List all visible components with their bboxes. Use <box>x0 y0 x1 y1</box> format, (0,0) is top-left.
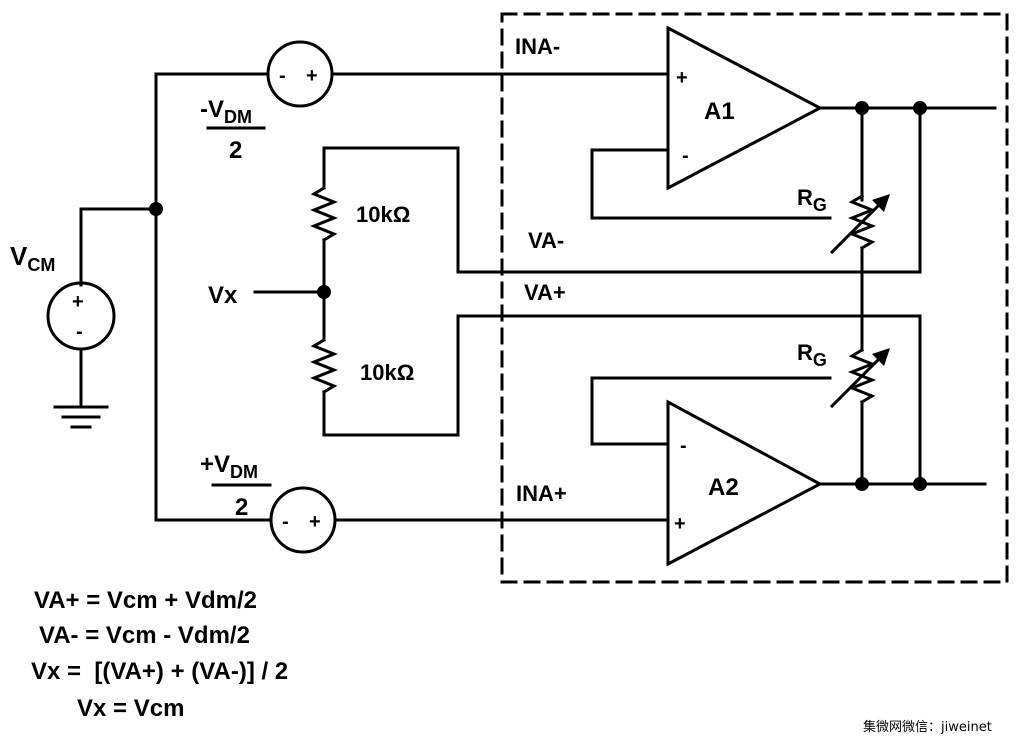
resistor-top <box>309 185 339 243</box>
resistor-top-value: 10kΩ <box>356 202 410 227</box>
ina-boundary-box <box>500 12 1009 584</box>
schematic-element: +V <box>200 451 230 478</box>
bottom-source-plus: + <box>309 511 321 533</box>
neg-vdm-source-circle <box>266 40 334 108</box>
schematic-element: G <box>813 350 827 370</box>
ina-minus-label: INA- <box>515 34 560 59</box>
pos-vdm-label: +VDM <box>200 451 258 482</box>
a1-label: A1 <box>704 98 735 125</box>
schematic-element: CM <box>27 255 55 275</box>
equation-vx-result: Vx = Vcm <box>77 695 185 722</box>
schematic-element: R <box>797 185 813 210</box>
schematic-element: V <box>10 241 28 271</box>
va-minus-label: VA- <box>528 228 564 253</box>
junction-dot <box>913 101 927 115</box>
pos-vdm-source-circle <box>269 486 337 554</box>
equation-va-plus: VA+ = Vcm + Vdm/2 <box>34 587 257 614</box>
schematic-element: R <box>797 340 813 365</box>
junction-dot <box>855 477 869 491</box>
equation-vx: Vx = [(VA+) + (VA-)] / 2 <box>31 658 289 685</box>
rg-bottom-label: RG <box>797 340 827 370</box>
rg-top-arrowhead <box>872 194 890 212</box>
top-source-minus: - <box>279 65 286 87</box>
a1-plus-input: + <box>676 67 688 89</box>
vcm-label: VCM <box>10 241 55 275</box>
equation-va-minus: VA- = Vcm - Vdm/2 <box>39 622 250 649</box>
a2-plus-input: + <box>674 513 686 535</box>
bottom-source-minus: - <box>282 511 289 533</box>
rg-top-label: RG <box>797 185 827 215</box>
top-source-plus: + <box>306 65 318 87</box>
schematic-element: -V <box>200 96 224 123</box>
ina-plus-label: INA+ <box>516 481 567 506</box>
rg-top-arrow <box>829 195 889 255</box>
schematic-element: DM <box>224 107 252 127</box>
schematic-element: DM <box>230 462 258 482</box>
resistor-bottom-value: 10kΩ <box>360 360 414 385</box>
junction-dot <box>317 285 331 299</box>
neg-vdm-label: -VDM <box>200 96 252 127</box>
watermark-text: 集微网微信：jiweinet <box>863 720 992 735</box>
vcm-plus-sign: + <box>72 291 84 313</box>
resistor-bottom <box>309 337 339 395</box>
schematic-element <box>46 12 1009 584</box>
junction-dot <box>149 202 163 216</box>
vcm-minus-sign: - <box>76 321 83 343</box>
schematic-element: G <box>813 195 827 215</box>
schematic-element <box>872 194 890 366</box>
a2-label: A2 <box>708 474 739 501</box>
a2-minus-input: - <box>680 435 687 457</box>
va-plus-label: VA+ <box>524 280 566 305</box>
junction-dot <box>913 477 927 491</box>
vx-node-label: Vx <box>208 282 238 309</box>
amplifier-a1 <box>666 25 824 191</box>
rg-bottom-arrowhead <box>872 348 890 366</box>
a1-minus-input: - <box>682 145 689 167</box>
amplifier-a2 <box>666 399 824 567</box>
neg-vdm-denominator: 2 <box>229 137 242 164</box>
pos-vdm-denominator: 2 <box>235 494 248 521</box>
schematic-element <box>149 101 927 491</box>
rg-bottom-arrow <box>829 349 889 409</box>
junction-dot <box>855 101 869 115</box>
